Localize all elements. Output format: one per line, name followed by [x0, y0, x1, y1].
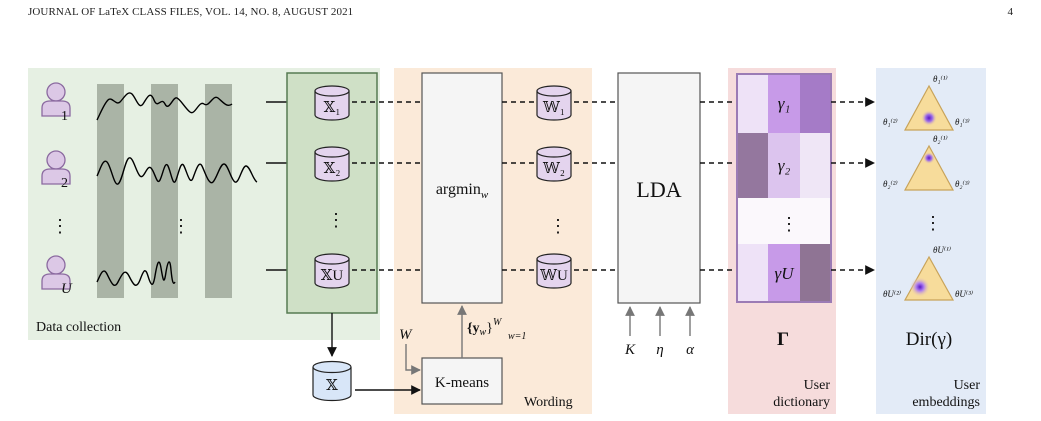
signal-U [96, 261, 176, 286]
vdots-signals: ⋮ [172, 216, 190, 236]
lda-label: LDA [636, 177, 681, 202]
vdots-gamma: ⋮ [780, 214, 798, 234]
theta-1-top: θ₁⁽¹⁾ [933, 74, 948, 84]
gamma-row-U: γU [775, 264, 796, 283]
argmin-label: argminw [436, 181, 489, 201]
word-label-U: 𝕎U [539, 268, 568, 284]
vdots-words: ⋮ [549, 216, 567, 236]
word-label-2: 𝕎₂ [542, 161, 565, 177]
user-dictionary-label-1: User [804, 378, 831, 393]
kmeans-box [421, 357, 503, 405]
param-alpha: α [686, 342, 695, 358]
vdots-data: ⋮ [327, 210, 345, 230]
simplex-triangle-1 [903, 84, 955, 131]
data-label-1: 𝕏₁ [324, 100, 341, 116]
dirichlet-label: Dir(γ) [906, 329, 952, 350]
arrow-W-to-kmeans [405, 344, 421, 375]
data-label-2: 𝕏₂ [324, 161, 341, 177]
page-number: 4 [1007, 6, 1014, 18]
data-collection-label: Data collection [36, 320, 121, 335]
theta-U-right: θU⁽³⁾ [955, 289, 973, 299]
theta-1-left: θ₁⁽²⁾ [883, 117, 898, 127]
signal-1 [96, 92, 233, 121]
gamma-matrix [736, 73, 832, 303]
centroids-label: {yw}W [467, 317, 503, 338]
user-label-2: 2 [61, 176, 68, 191]
lda-box [617, 72, 701, 304]
user-label-1: 1 [61, 109, 68, 124]
user-label-U: U [61, 281, 73, 297]
argmin-box [421, 72, 503, 304]
signal-2 [96, 157, 258, 185]
wording-label: Wording [524, 395, 573, 410]
time-bar [97, 84, 124, 298]
gamma-row-2: γ₂ [778, 156, 791, 175]
user-embeddings-label-1: User [954, 378, 981, 393]
time-bar [151, 84, 178, 298]
theta-2-right: θ₂⁽³⁾ [955, 179, 970, 189]
centroids-index: w=1 [508, 331, 526, 342]
simplex-triangle-U [903, 255, 955, 301]
kmeans-label: K-means [435, 375, 489, 391]
theta-2-left: θ₂⁽²⁾ [883, 179, 898, 189]
theta-2-top: θ₂⁽¹⁾ [933, 134, 948, 144]
journal-header: JOURNAL OF LaTeX CLASS FILES, VOL. 14, N… [28, 6, 354, 18]
pooled-data-label: 𝕏 [326, 378, 338, 394]
param-eta: η [656, 342, 663, 358]
user-embeddings-label-2: embeddings [912, 395, 980, 410]
word-label-1: 𝕎₁ [542, 100, 565, 116]
user-dictionary-label-2: dictionary [773, 395, 830, 410]
time-bar [205, 84, 232, 298]
pooled-data-cylinder [312, 360, 352, 402]
data-label-U: 𝕏U [321, 268, 344, 284]
theta-U-top: θU⁽¹⁾ [933, 245, 951, 255]
gamma-row-1: γ₁ [778, 94, 791, 113]
simplex-triangle-2 [903, 144, 955, 191]
vdots-users: ⋮ [51, 216, 69, 236]
kmeans-param-W: W [399, 327, 413, 343]
theta-1-right: θ₁⁽³⁾ [955, 117, 970, 127]
vdots-embeddings: ⋮ [924, 213, 942, 233]
theta-U-left: θU⁽²⁾ [883, 289, 901, 299]
gamma-matrix-label: Γ [777, 329, 789, 350]
param-K: K [624, 342, 636, 358]
